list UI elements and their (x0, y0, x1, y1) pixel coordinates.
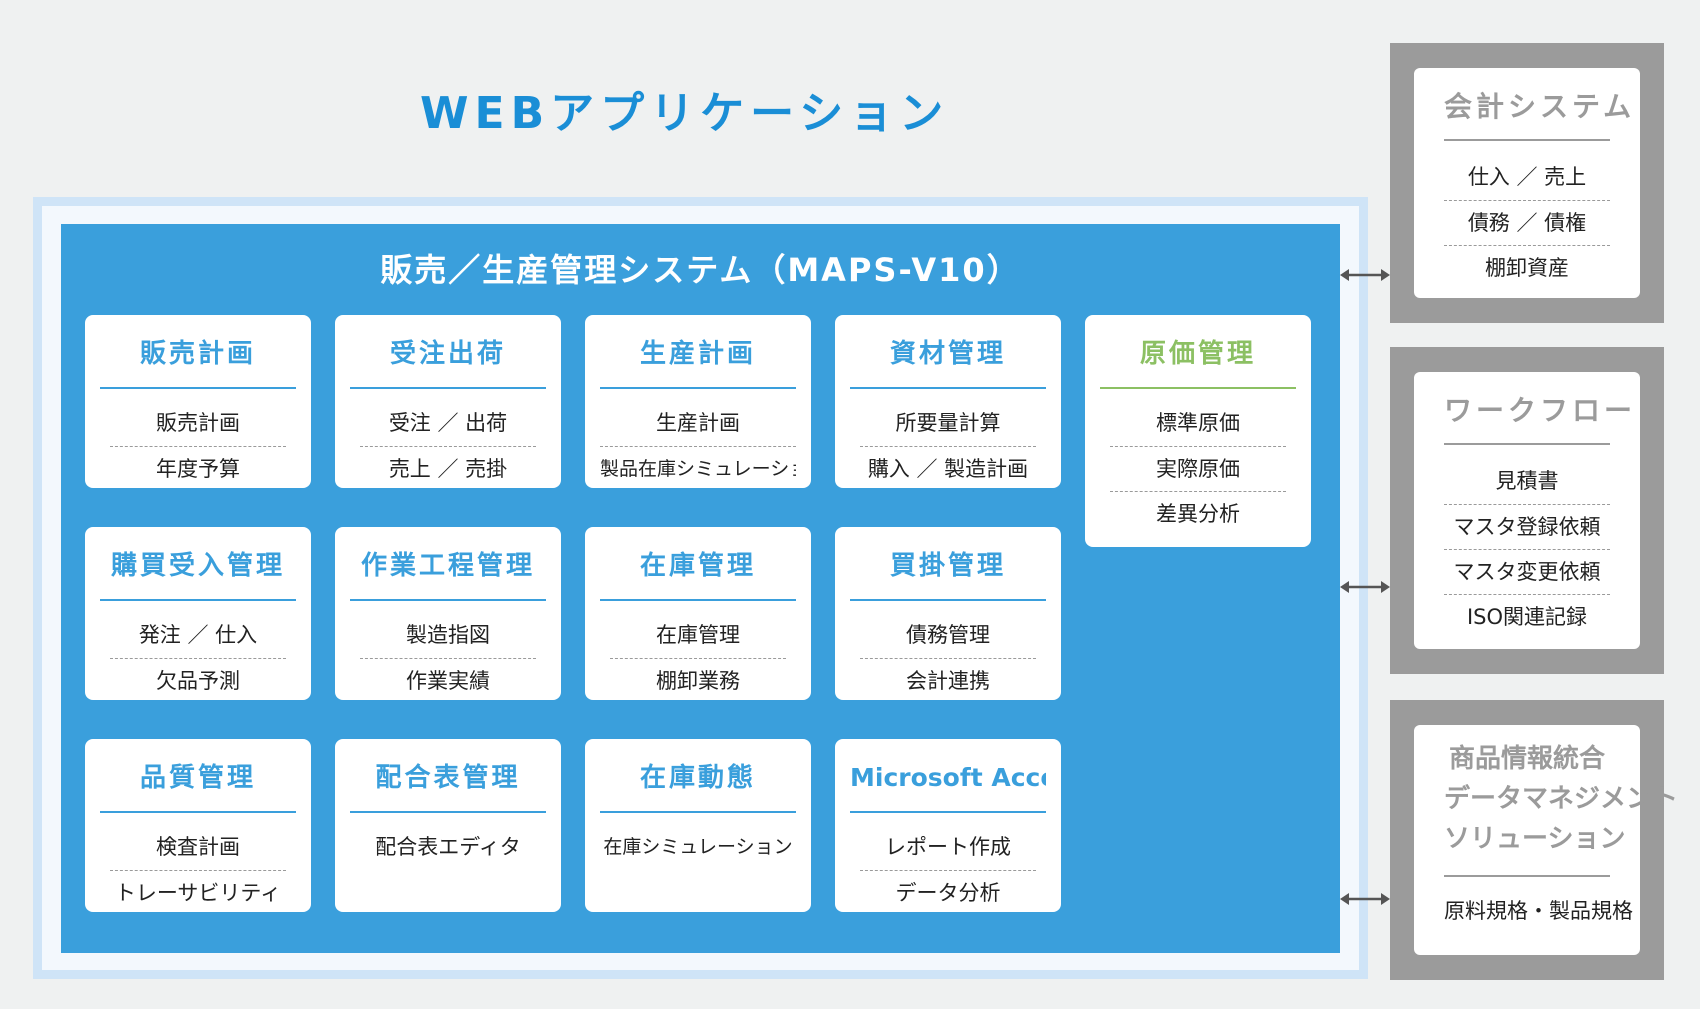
module-item: 配合表エディタ (375, 835, 521, 859)
module-item: 年度予算 (110, 446, 286, 491)
double-arrow-icon (1340, 893, 1390, 905)
module-item: 生産計画 (656, 411, 740, 435)
module-card-production-planning: 生産計画 生産計画 製品在庫シミュレーション (585, 315, 811, 488)
external-title: 会計システム (1444, 68, 1631, 141)
module-title: 資材管理 (850, 315, 1046, 389)
external-box-inner: 会計システム 仕入 ／ 売上 債務 ／ 債権 棚卸資産 (1414, 68, 1640, 298)
external-item: ISO関連記録 (1444, 594, 1610, 639)
module-title: 購買受入管理 (100, 527, 296, 601)
module-item: レポート作成 (885, 835, 1011, 859)
module-title: 原価管理 (1100, 315, 1296, 389)
module-item: 受注 ／ 出荷 (388, 411, 508, 435)
module-item: 在庫管理 (656, 623, 740, 647)
external-title-line: ワークフロー (1444, 394, 1637, 427)
module-item: 製品在庫シミュレーション (600, 446, 796, 491)
module-card-inventory-dynamics: 在庫動態 在庫シミュレーション (585, 739, 811, 912)
external-item: 棚卸資産 (1444, 245, 1610, 290)
module-card-materials-management: 資材管理 所要量計算 購入 ／ 製造計画 (835, 315, 1061, 488)
module-card-formula-management: 配合表管理 配合表エディタ (335, 739, 561, 912)
module-title: 在庫動態 (600, 739, 796, 813)
module-item: 所要量計算 (895, 411, 1001, 435)
external-accounting-system: 会計システム 仕入 ／ 売上 債務 ／ 債権 棚卸資産 (1390, 43, 1664, 323)
web-application-title: WEBアプリケーション (420, 88, 950, 139)
external-item: 見積書 (1495, 469, 1559, 493)
maps-system-panel: 販売／生産管理システム（MAPS-V10） 販売計画 販売計画 年度予算 受注出… (61, 224, 1340, 953)
module-card-work-process: 作業工程管理 製造指図 作業実績 (335, 527, 561, 700)
module-card-accounts-payable: 買掛管理 債務管理 会計連携 (835, 527, 1061, 700)
external-title-line: データマネジメント (1444, 784, 1679, 814)
module-item: 在庫シミュレーション (603, 836, 793, 858)
external-item: 仕入 ／ 売上 (1467, 165, 1587, 189)
double-arrow-icon (1340, 581, 1390, 593)
module-title: Microsoft Access (850, 739, 1046, 813)
external-item: 債務 ／ 債権 (1444, 200, 1610, 245)
module-title: 品質管理 (100, 739, 296, 813)
external-box-inner: ワークフロー 見積書 マスタ登録依頼 マスタ変更依頼 ISO関連記録 (1414, 372, 1640, 649)
module-title: 販売計画 (100, 315, 296, 389)
external-title: ワークフロー (1444, 372, 1632, 445)
module-card-purchase-receiving: 購買受入管理 発注 ／ 仕入 欠品予測 (85, 527, 311, 700)
module-title: 生産計画 (600, 315, 796, 389)
module-title: 受注出荷 (350, 315, 546, 389)
module-item: トレーサビリティ (110, 870, 286, 915)
external-item: マスタ登録依頼 (1444, 504, 1610, 549)
module-item: 棚卸業務 (610, 658, 786, 703)
module-item: 欠品予測 (110, 658, 286, 703)
module-item: データ分析 (860, 870, 1036, 915)
module-item: 販売計画 (156, 411, 240, 435)
module-card-cost-management: 原価管理 標準原価 実際原価 差異分析 (1085, 315, 1311, 547)
web-application-frame: 販売／生産管理システム（MAPS-V10） 販売計画 販売計画 年度予算 受注出… (33, 197, 1368, 979)
module-title: 在庫管理 (600, 527, 796, 601)
web-application-frame-inner: 販売／生産管理システム（MAPS-V10） 販売計画 販売計画 年度予算 受注出… (42, 206, 1359, 970)
external-title-line: ソリューション (1444, 824, 1626, 854)
module-item: 検査計画 (156, 835, 240, 859)
external-title-line: 会計システム (1444, 90, 1636, 123)
module-item: 売上 ／ 売掛 (360, 446, 536, 491)
module-item: 作業実績 (360, 658, 536, 703)
module-item: 発注 ／ 仕入 (138, 623, 258, 647)
external-item: マスタ変更依頼 (1444, 549, 1610, 594)
external-item: 原料規格・製品規格 (1444, 899, 1633, 923)
module-item: 製造指図 (406, 623, 490, 647)
module-item: 購入 ／ 製造計画 (860, 446, 1036, 491)
external-title: 商品情報統合 データマネジメント ソリューション (1444, 725, 1679, 877)
module-card-sales-planning: 販売計画 販売計画 年度予算 (85, 315, 311, 488)
external-title-line: 商品情報統合 (1448, 744, 1605, 774)
system-title: 販売／生産管理システム（MAPS-V10） (380, 251, 1021, 289)
module-card-microsoft-access: Microsoft Access レポート作成 データ分析 (835, 739, 1061, 912)
module-item: 標準原価 (1156, 411, 1240, 435)
external-product-info-solution: 商品情報統合 データマネジメント ソリューション 原料規格・製品規格 (1390, 700, 1679, 980)
module-title: 買掛管理 (850, 527, 1046, 601)
module-title: 配合表管理 (350, 739, 546, 813)
external-box-inner: 商品情報統合 データマネジメント ソリューション 原料規格・製品規格 (1414, 725, 1679, 955)
module-card-order-shipping: 受注出荷 受注 ／ 出荷 売上 ／ 売掛 (335, 315, 561, 488)
module-title: 作業工程管理 (350, 527, 546, 601)
double-arrow-icon (1340, 269, 1390, 281)
module-item: 債務管理 (906, 623, 990, 647)
module-item: 会計連携 (860, 658, 1036, 703)
module-card-quality-management: 品質管理 検査計画 トレーサビリティ (85, 739, 311, 912)
module-card-inventory-management: 在庫管理 在庫管理 棚卸業務 (585, 527, 811, 700)
external-workflow: ワークフロー 見積書 マスタ登録依頼 マスタ変更依頼 ISO関連記録 (1390, 347, 1664, 674)
module-item: 差異分析 (1110, 491, 1286, 536)
module-item: 実際原価 (1110, 446, 1286, 491)
